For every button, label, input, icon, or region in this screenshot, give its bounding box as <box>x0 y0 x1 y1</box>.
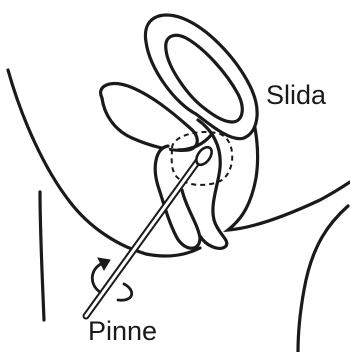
label-slida: Slida <box>266 82 326 109</box>
thigh-outline-right <box>298 206 348 352</box>
rectum-outline <box>155 146 200 248</box>
thigh-outline-left <box>40 192 44 320</box>
label-pinne: Pinne <box>88 318 157 345</box>
